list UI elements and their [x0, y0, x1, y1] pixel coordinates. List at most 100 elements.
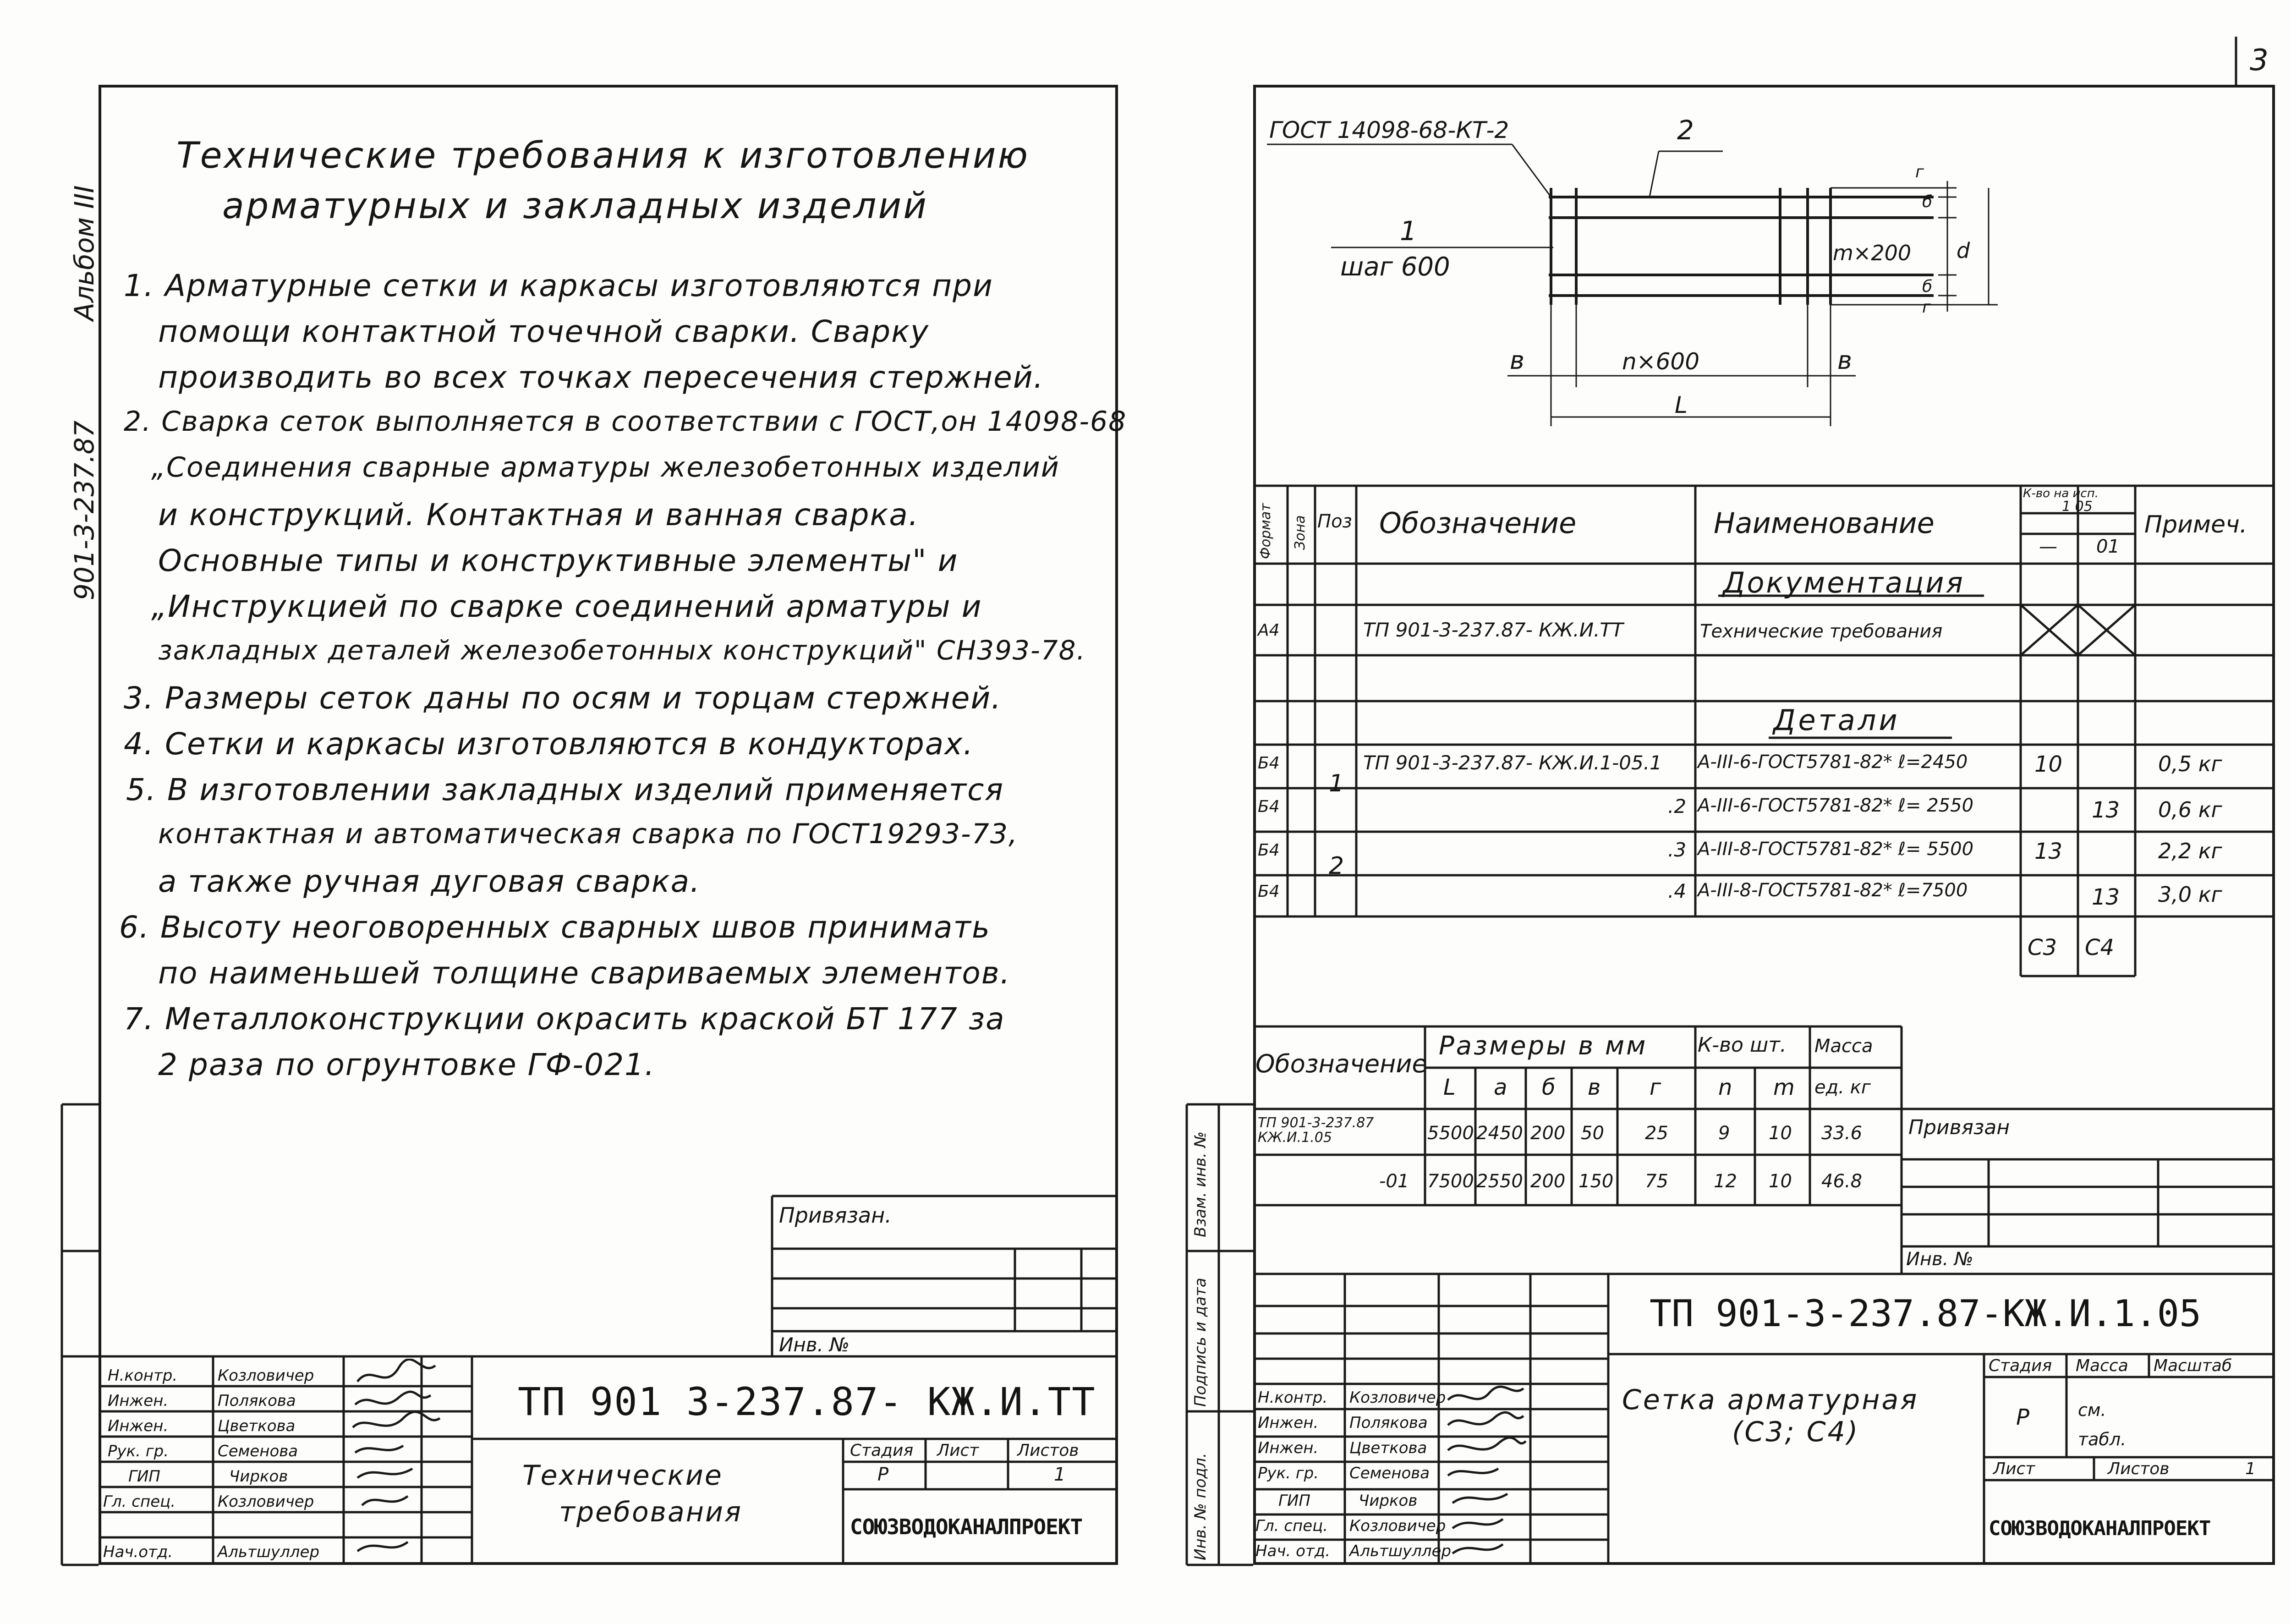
req-line-9: закладных деталей железобетонных констру…	[158, 635, 1086, 666]
right-listov-value: 1	[2245, 1459, 2256, 1478]
dims-razm-header: Размеры в мм	[1439, 1031, 1648, 1061]
dims-col-a: а	[1494, 1075, 1507, 1100]
right-role-2: Инжен.	[1258, 1414, 1319, 1432]
req-line-11: 4. Сетки и каркасы изготовляются в конду…	[124, 726, 974, 762]
b-left: в	[1510, 346, 1524, 375]
spec-kol-dash: —	[2039, 536, 2057, 557]
dims-col-mass-unit: ед. кг	[1814, 1077, 1871, 1098]
req-line-10: 3. Размеры сеток даны по осям и торцам с…	[124, 680, 1002, 716]
right-stamp-code: ТП 901-3-237.87-КЖ.И.1.05	[1650, 1292, 2202, 1335]
dims-row-2-mass: 46.8	[1821, 1171, 1863, 1192]
b-top: б	[1922, 192, 1933, 211]
left-privyazan-label: Привязан.	[779, 1203, 892, 1228]
req-line-3: производить во всех точках пересечения с…	[158, 360, 1044, 395]
left-stamp-title-1: Технические	[522, 1459, 723, 1492]
right-name-1: Козловичер	[1349, 1388, 1446, 1407]
right-list-label: Лист	[1993, 1459, 2035, 1478]
position-1-label: 1	[1400, 215, 1417, 247]
req-line-8: „Инструкцией по сварке соединений армату…	[151, 589, 982, 624]
spec-row-3-naim: А-III-8-ГОСТ5781-82* ℓ= 5500	[1698, 839, 1974, 860]
req-line-4: 2. Сварка сеток выполняется в соответств…	[124, 406, 1127, 438]
dims-row-1-oboz: ТП 901-3-237.87 КЖ.И.1.05	[1258, 1115, 1374, 1146]
b-bottom: б	[1922, 277, 1933, 296]
dims-row-2-L: 7500	[1427, 1171, 1474, 1192]
dims-row-2-oboz: -01	[1379, 1171, 1409, 1192]
spec-kol-01: 01	[2096, 536, 2120, 557]
b-right: в	[1837, 346, 1852, 375]
right-role-7: Нач. отд.	[1255, 1542, 1331, 1560]
req-line-16: по наименьшей толщине свариваемых элемен…	[158, 955, 1011, 991]
dims-col-b: б	[1542, 1075, 1556, 1100]
spec-row-3-pos: 2	[1329, 852, 1344, 880]
dims-col-v: в	[1588, 1075, 1601, 1100]
left-list-label: Лист	[937, 1441, 979, 1460]
spec-row-4-oboz: .4	[1668, 880, 1687, 902]
dims-row-1-b: 200	[1530, 1123, 1566, 1144]
left-role-6: Гл. спец.	[103, 1492, 176, 1511]
dims-row-1-a: 2450	[1476, 1123, 1523, 1144]
req-line-7: Основные типы и конструктивные элементы"…	[158, 543, 959, 578]
spec-row-2-format: Б4	[1258, 797, 1280, 816]
g-bottom: г	[1922, 298, 1931, 317]
req-line-5: „Соединения сварные арматуры железобетон…	[151, 451, 1060, 483]
spec-row-4-prim: 3,0 кг	[2158, 882, 2222, 907]
right-masshtab-label: Масштаб	[2154, 1356, 2232, 1375]
spec-row-1-oboz: ТП 901-3-237.87- КЖ.И.1-05.1	[1363, 752, 1662, 774]
left-role-7: Нач.отд.	[103, 1543, 173, 1561]
spec-mark-c4: С4	[2085, 935, 2115, 960]
right-signatures	[1447, 1385, 1527, 1555]
dims-mass-header: Масса	[1814, 1036, 1873, 1057]
right-stadiya-label: Стадия	[1989, 1356, 2052, 1375]
left-sheet-frame	[99, 85, 1118, 1565]
right-stamp-title-2: (С3; С4)	[1732, 1416, 1860, 1448]
req-line-12: 5. В изготовлении закладных изделий прим…	[126, 772, 1004, 807]
right-listov-label: Листов	[2108, 1459, 2170, 1478]
right-name-7: Альтшуллер	[1349, 1542, 1452, 1560]
right-name-2: Полякова	[1349, 1414, 1428, 1432]
dims-row-1-m: 10	[1769, 1123, 1792, 1144]
dims-row-2-g: 75	[1645, 1171, 1668, 1192]
spec-row-1-pos: 1	[1329, 770, 1344, 797]
left-role-3: Инжен.	[108, 1417, 169, 1435]
d-dimension: d	[1957, 238, 1970, 263]
right-name-6: Козловичер	[1349, 1517, 1446, 1535]
m-dimension: m×200	[1833, 241, 1912, 265]
dims-row-1-n: 9	[1718, 1123, 1730, 1144]
dims-row-2-v: 150	[1578, 1171, 1614, 1192]
right-role-4: Рук. гр.	[1258, 1464, 1319, 1482]
dims-col-n: n	[1718, 1075, 1732, 1100]
spec-row-1-format: Б4	[1258, 754, 1280, 773]
left-name-1: Козловичер	[218, 1366, 314, 1385]
req-line-6: и конструкций. Контактная и ванная сварк…	[158, 497, 919, 532]
dims-oboz-header: Обозначение	[1255, 1049, 1427, 1078]
left-name-6: Козловичер	[218, 1492, 314, 1511]
dims-row-1-L: 5500	[1427, 1123, 1474, 1144]
spec-row-1-prim: 0,5 кг	[2158, 752, 2222, 776]
dims-row-2-n: 12	[1714, 1171, 1737, 1192]
left-name-3: Цветкова	[218, 1417, 296, 1435]
spec-row-2-k2: 13	[2092, 797, 2120, 823]
right-side-label-2: Подпись и дата	[1191, 1278, 1210, 1407]
dims-row-2-a: 2550	[1476, 1171, 1523, 1192]
dims-row-1-g: 25	[1645, 1123, 1668, 1144]
spec-naim-header: Наименование	[1714, 506, 1935, 540]
step-label: шаг 600	[1340, 252, 1450, 282]
page-number: 3	[2250, 44, 2269, 77]
right-role-6: Гл. спец.	[1255, 1517, 1328, 1535]
spec-row-1-k1: 10	[2034, 752, 2063, 777]
right-name-4: Семенова	[1349, 1464, 1430, 1482]
right-privyazan-label: Привязан	[1908, 1116, 2010, 1139]
spec-mark-c3: С3	[2028, 935, 2057, 960]
right-role-3: Инжен.	[1258, 1439, 1319, 1457]
doc-row-format: А4	[1258, 621, 1280, 640]
req-line-2: помощи контактной точечной сварки. Сварк…	[158, 314, 930, 349]
spec-row-3-k1: 13	[2034, 839, 2063, 864]
left-listov-label: Листов	[1017, 1441, 1079, 1460]
gost-note: ГОСТ 14098-68-КТ-2	[1269, 117, 1509, 143]
req-line-15: 6. Высоту неоговоренных сварных швов при…	[119, 910, 991, 945]
doc-row-oboz: ТП 901-3-237.87- КЖ.И.ТТ	[1363, 619, 1623, 641]
spec-oboz-header: Обозначение	[1379, 506, 1577, 540]
right-name-5: Чирков	[1359, 1492, 1418, 1510]
dims-col-m: m	[1773, 1075, 1795, 1100]
